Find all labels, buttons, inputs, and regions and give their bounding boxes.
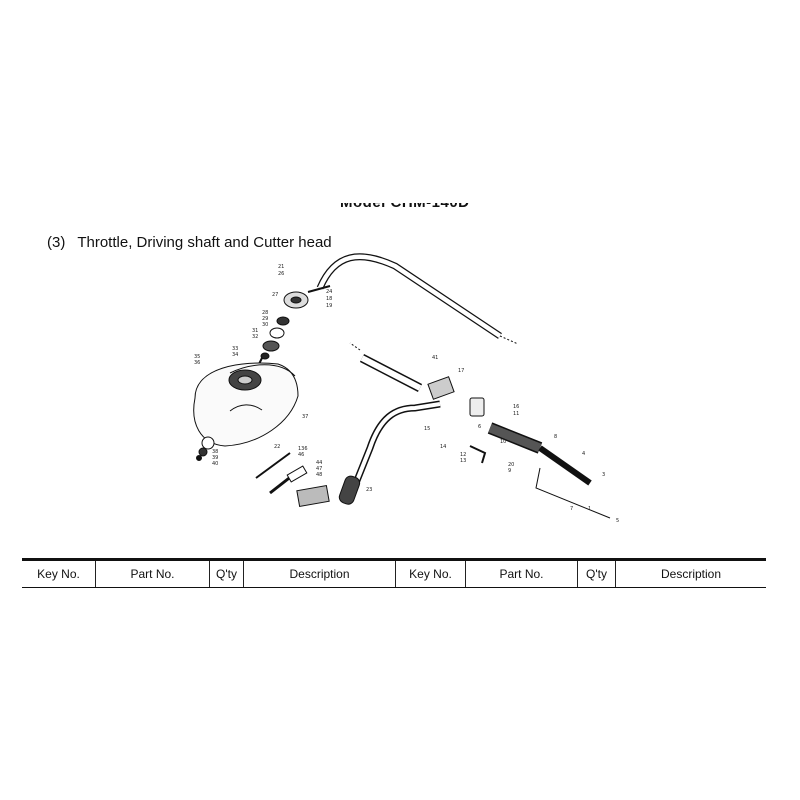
callout: 39 <box>212 455 218 461</box>
callout: 35 <box>194 354 200 360</box>
callout: 30 <box>262 322 268 328</box>
callout: 48 <box>316 472 322 478</box>
col-description: Description <box>244 561 396 587</box>
callout: 33 <box>232 346 238 352</box>
callout: 1 <box>588 506 591 512</box>
callout: 32 <box>252 334 258 340</box>
callout: 18 <box>326 296 332 302</box>
callout: 36 <box>194 360 200 366</box>
callout: 24 <box>326 289 332 295</box>
callout: 136 <box>298 446 308 452</box>
parts-table-header: Key No. Part No. Q'ty Description Key No… <box>22 558 766 588</box>
callout: 11 <box>513 411 519 417</box>
gear-head-assembly <box>255 285 331 371</box>
section-number: (3) <box>47 234 66 251</box>
callout: 8 <box>554 434 557 440</box>
callout: 16 <box>513 404 519 410</box>
callout: 27 <box>272 292 278 298</box>
callout: 6 <box>478 424 481 430</box>
callout-labels: 21 26 27 24 18 19 28 29 30 31 32 33 34 3… <box>194 264 619 524</box>
callout: 37 <box>302 414 308 420</box>
callout: 34 <box>232 352 238 358</box>
exploded-parts-diagram: 21 26 27 24 18 19 28 29 30 31 32 33 34 3… <box>193 253 619 524</box>
callout: 41 <box>432 355 438 361</box>
tool-kit <box>255 452 330 508</box>
callout: 13 <box>460 458 466 464</box>
throttle-tube <box>349 342 611 519</box>
callout: 4 <box>582 451 585 457</box>
callout: 40 <box>212 461 218 467</box>
callout: 7 <box>570 506 573 512</box>
callout: 12 <box>460 452 466 458</box>
callout: 9 <box>508 468 511 474</box>
callout: 20 <box>508 462 514 468</box>
callout: 19 <box>326 303 332 309</box>
main-handle <box>338 400 441 505</box>
callout: 23 <box>366 487 372 493</box>
callout: 46 <box>298 452 304 458</box>
col-description-2: Description <box>660 567 722 581</box>
model-heading: Model CHM-140D <box>340 203 510 217</box>
col-key-no: Key No. <box>22 561 96 587</box>
callout: 5 <box>616 518 619 524</box>
col-part-no-2: Part No. <box>466 561 578 587</box>
callout: 3 <box>602 472 605 478</box>
callout: 17 <box>458 368 464 374</box>
model-heading-text: Model CHM-140D <box>340 203 470 211</box>
callout: 10 <box>500 439 506 445</box>
section-title: (3) Throttle, Driving shaft and Cutter he… <box>47 234 332 251</box>
callout: 28 <box>262 310 268 316</box>
callout: 15 <box>424 426 430 432</box>
drive-shaft <box>316 253 519 345</box>
callout: 38 <box>212 449 218 455</box>
callout: 26 <box>278 271 284 277</box>
callout: 47 <box>316 466 322 472</box>
cutter-guard <box>193 362 299 461</box>
col-key-no-2: Key No. <box>396 561 466 587</box>
callout: 21 <box>278 264 284 270</box>
callout: 14 <box>440 444 446 450</box>
callout: 22 <box>274 444 280 450</box>
section-title-text: Throttle, Driving shaft and Cutter head <box>77 234 332 251</box>
col-qty-2: Q'ty <box>578 561 616 587</box>
callout: 31 <box>252 328 258 334</box>
col-part-no: Part No. <box>96 561 210 587</box>
callout: 44 <box>316 460 322 466</box>
col-qty: Q'ty <box>210 561 244 587</box>
callout: 29 <box>262 316 268 322</box>
